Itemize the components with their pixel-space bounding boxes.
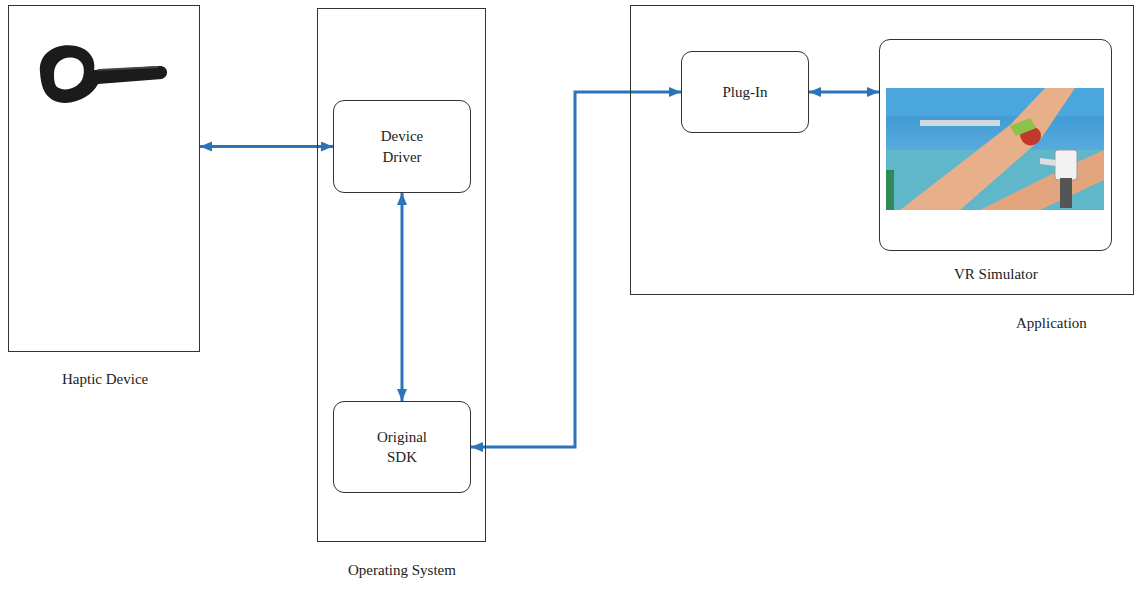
box-heading: Application xyxy=(1016,313,1087,333)
connector-arrow xyxy=(471,92,681,447)
box-heading: Haptic Device xyxy=(62,369,148,389)
simulator-box: VR Simulator xyxy=(879,39,1112,251)
application-box: ApplicationPlug-InVR Simulator xyxy=(630,5,1134,295)
box-label: Original SDK xyxy=(362,427,442,468)
box-heading: Operating System xyxy=(348,560,456,580)
system-box: Operating SystemDevice DriverOriginal SD… xyxy=(317,8,486,542)
device-box: Haptic Device xyxy=(8,5,200,352)
vr-scene-picture xyxy=(886,88,1104,210)
process-box: Original SDK xyxy=(333,401,471,493)
controller-picture xyxy=(40,45,167,103)
box-label: Device Driver xyxy=(362,126,442,167)
connector-arrow xyxy=(401,193,404,401)
connector-arrow xyxy=(200,145,333,148)
box-label: Plug-In xyxy=(723,82,768,102)
connector-arrow xyxy=(809,91,879,94)
process-box: Plug-In xyxy=(681,51,809,133)
process-box: Device Driver xyxy=(333,100,471,193)
box-heading: VR Simulator xyxy=(954,264,1038,284)
